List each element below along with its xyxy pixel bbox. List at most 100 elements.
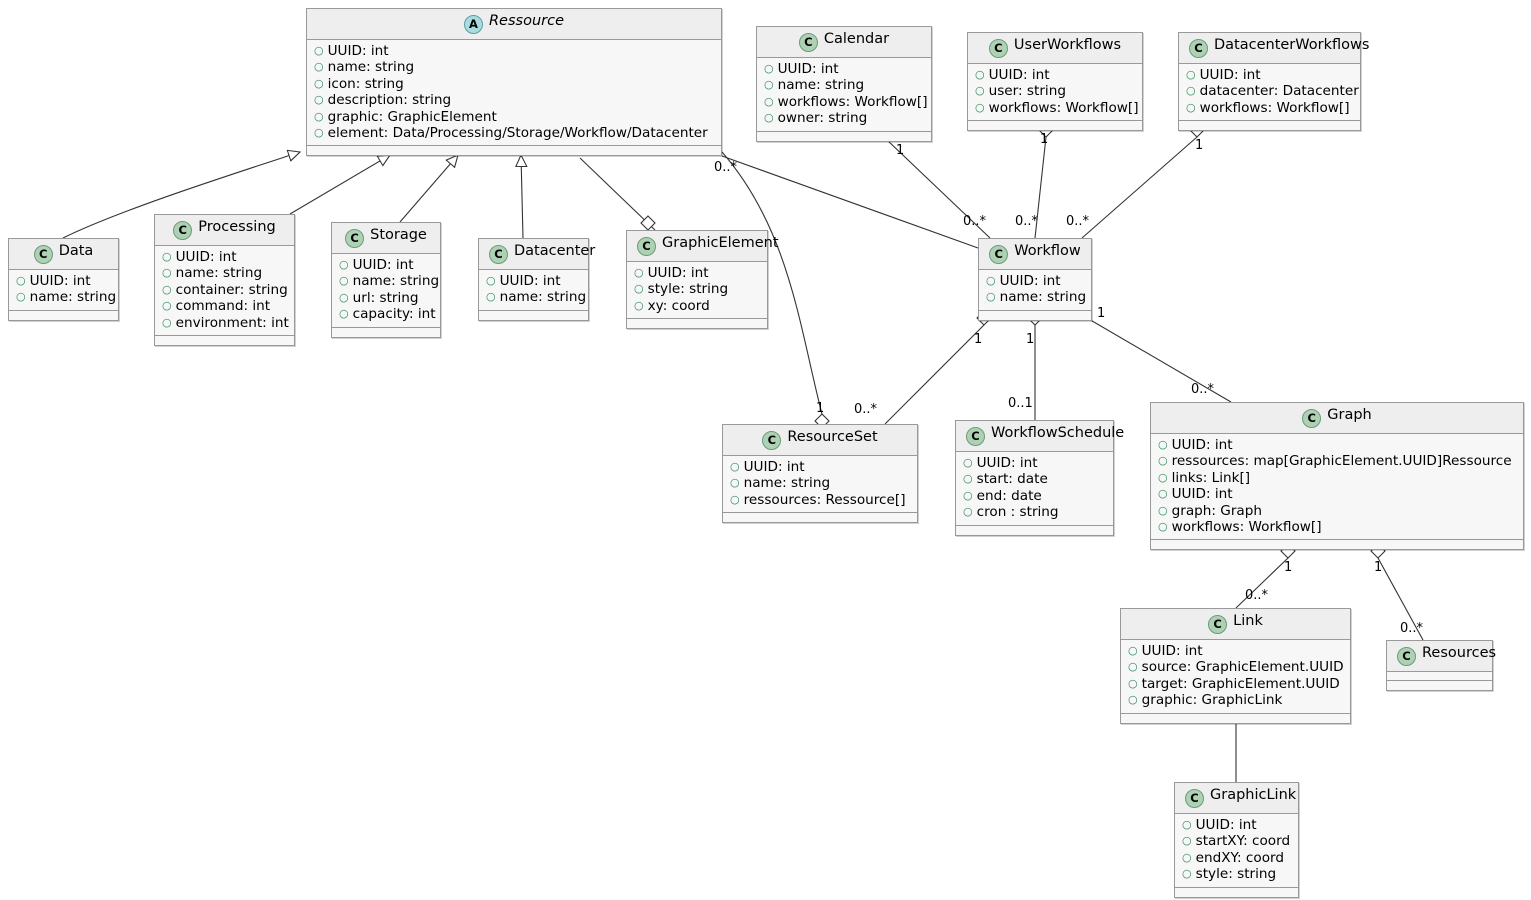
attribute-row: ○ressources: map[GraphicElement.UUID]Res… bbox=[1158, 453, 1515, 469]
class-name-calendar: Calendar bbox=[823, 31, 890, 47]
multiplicity-label: 0..* bbox=[1245, 588, 1269, 603]
class-methods-datacenter bbox=[479, 310, 588, 320]
attribute-row: ○target: GraphicElement.UUID bbox=[1128, 676, 1342, 692]
attribute-label: UUID: int bbox=[988, 67, 1050, 83]
visibility-public-icon: ○ bbox=[986, 290, 996, 304]
attribute-row: ○UUID: int bbox=[975, 67, 1134, 83]
attribute-label: environment: int bbox=[175, 314, 289, 331]
class-name-link: Link bbox=[1233, 613, 1263, 629]
class-methods-workflow bbox=[979, 310, 1091, 320]
class-methods-calendar bbox=[757, 131, 931, 141]
visibility-public-icon: ○ bbox=[1182, 818, 1192, 831]
visibility-public-icon: ○ bbox=[1128, 676, 1138, 690]
edge-storage-inherits-ressource bbox=[399, 155, 458, 223]
class-attributes-ressource: ○UUID: int○name: string○icon: string○des… bbox=[307, 40, 721, 147]
visibility-public-icon: ○ bbox=[1158, 470, 1168, 484]
class-methods-datacenterworkflows bbox=[1179, 121, 1360, 131]
attribute-label: UUID: int bbox=[976, 455, 1038, 471]
attribute-row: ○environment: int bbox=[162, 314, 289, 331]
attribute-label: style: string bbox=[647, 281, 729, 298]
attribute-label: graphic: GraphicElement bbox=[327, 108, 497, 125]
visibility-public-icon: ○ bbox=[1186, 100, 1196, 114]
edge-graphicelement-composition-ressource bbox=[579, 157, 656, 231]
class-attributes-workflow: ○UUID: int○name: string bbox=[979, 270, 1091, 311]
attribute-label: start: date bbox=[976, 471, 1048, 488]
multiplicity-label: 0..* bbox=[963, 214, 987, 229]
attribute-label: name: string bbox=[777, 77, 865, 94]
attribute-row: ○UUID: int bbox=[634, 265, 759, 281]
class-methods-link bbox=[1121, 713, 1350, 723]
visibility-public-icon: ○ bbox=[1128, 644, 1138, 657]
attribute-row: ○container: string bbox=[162, 282, 288, 298]
class-attributes-userworkflows: ○UUID: int○user: string○workflows: Workf… bbox=[968, 64, 1142, 122]
visibility-public-icon: ○ bbox=[314, 126, 324, 140]
visibility-public-icon: ○ bbox=[339, 274, 349, 288]
attribute-label: xy: coord bbox=[647, 297, 710, 314]
class-name-datacenterworkflows: DatacenterWorkflows bbox=[1214, 37, 1370, 53]
visibility-public-icon: ○ bbox=[1186, 84, 1196, 98]
class-attributes-resources bbox=[1387, 672, 1492, 681]
multiplicity-label: 0..* bbox=[714, 160, 738, 175]
attribute-label: source: GraphicElement.UUID bbox=[1141, 659, 1344, 676]
attribute-label: UUID: int bbox=[1199, 67, 1261, 83]
attribute-label: name: string bbox=[743, 475, 831, 492]
attribute-row: ○cron : string bbox=[963, 504, 1105, 520]
attribute-label: description: string bbox=[327, 92, 452, 109]
class-methods-resources bbox=[1387, 681, 1492, 690]
attribute-row: ○UUID: int bbox=[1182, 817, 1290, 833]
visibility-public-icon: ○ bbox=[634, 298, 644, 312]
attribute-label: name: string bbox=[352, 273, 440, 290]
class-attributes-datacenterworkflows: ○UUID: int○datacenter: Datacenter○workfl… bbox=[1179, 64, 1360, 122]
attribute-row: ○owner: string bbox=[764, 110, 923, 126]
visibility-public-icon: ○ bbox=[975, 100, 985, 114]
attribute-row: ○name: string bbox=[986, 289, 1086, 305]
visibility-public-icon: ○ bbox=[986, 274, 996, 287]
attribute-label: url: string bbox=[352, 289, 419, 306]
class-name-graphicelement: GraphicElement bbox=[662, 235, 779, 251]
attribute-label: endXY: coord bbox=[1195, 849, 1285, 866]
attribute-row: ○UUID: int bbox=[1186, 67, 1352, 83]
class-methods-workflowschedule bbox=[956, 525, 1113, 535]
attribute-label: end: date bbox=[976, 487, 1042, 504]
attribute-label: UUID: int bbox=[999, 273, 1061, 289]
attribute-row: ○endXY: coord bbox=[1182, 850, 1290, 866]
attribute-label: graph: Graph bbox=[1171, 502, 1262, 519]
attribute-label: name: string bbox=[175, 265, 263, 282]
attribute-row: ○name: string bbox=[162, 265, 286, 281]
attribute-row: ○command: int bbox=[162, 298, 286, 314]
class-icon: C bbox=[1208, 615, 1228, 634]
class-attributes-graphicelement: ○UUID: int○style: string○xy: coord bbox=[627, 262, 767, 320]
attribute-label: startXY: coord bbox=[1195, 833, 1291, 850]
multiplicity-label: 1 bbox=[1026, 332, 1035, 347]
attribute-label: cron : string bbox=[976, 504, 1059, 521]
class-methods-graphiclink bbox=[1175, 887, 1298, 897]
attribute-label: graphic: GraphicLink bbox=[1141, 692, 1283, 709]
visibility-public-icon: ○ bbox=[1158, 487, 1168, 501]
visibility-public-icon: ○ bbox=[314, 60, 324, 74]
class-methods-processing bbox=[155, 336, 294, 346]
class-methods-userworkflows bbox=[968, 121, 1142, 131]
visibility-public-icon: ○ bbox=[730, 492, 740, 506]
attribute-row: ○graph: Graph bbox=[1158, 503, 1515, 519]
abstract-class-icon: A bbox=[463, 15, 483, 34]
class-methods-graphicelement bbox=[627, 319, 767, 329]
